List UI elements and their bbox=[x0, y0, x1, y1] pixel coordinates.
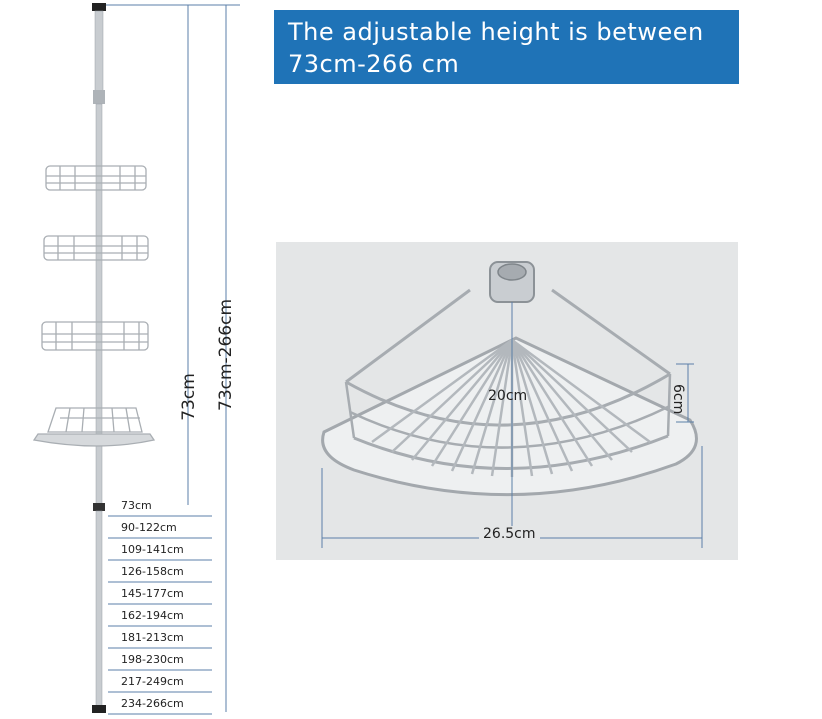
height-option-2: 109-141cm bbox=[121, 543, 184, 556]
pole-joint bbox=[93, 90, 105, 104]
pole-illustration bbox=[32, 3, 240, 715]
basket-2 bbox=[43, 235, 149, 261]
banner-line-2: 73cm-266 cm bbox=[288, 50, 460, 78]
pole-label-full: 73cm-266cm bbox=[216, 298, 236, 411]
banner-line-1: The adjustable height is between bbox=[288, 18, 704, 46]
pole-label-short: 73cm bbox=[179, 373, 199, 421]
height-option-3: 126-158cm bbox=[121, 565, 184, 578]
title-banner: The adjustable height is between 73cm-26… bbox=[274, 10, 739, 84]
basket-wires bbox=[371, 338, 651, 477]
pole-top-cap bbox=[92, 3, 106, 11]
height-option-5: 162-194cm bbox=[121, 609, 184, 622]
dim-depth-label: 20cm bbox=[488, 388, 528, 404]
pole-foot bbox=[92, 705, 106, 713]
height-option-8: 217-249cm bbox=[121, 675, 184, 688]
height-option-1: 90-122cm bbox=[121, 521, 177, 534]
height-rows bbox=[108, 515, 212, 715]
pole-upper bbox=[94, 10, 104, 94]
basket-detail-photo: 20cm 26.5cm 6cm bbox=[276, 242, 738, 560]
basket-side-left bbox=[345, 288, 471, 384]
basket-4 bbox=[32, 407, 156, 447]
basket-rim-lower bbox=[353, 434, 669, 470]
height-option-6: 181-213cm bbox=[121, 631, 184, 644]
height-option-0: 73cm bbox=[121, 499, 152, 512]
basket-rim-outer bbox=[345, 372, 671, 427]
height-option-4: 145-177cm bbox=[121, 587, 184, 600]
dim-rim-label: 6cm bbox=[670, 384, 686, 415]
pole-lower bbox=[95, 510, 103, 708]
basket-1 bbox=[45, 165, 147, 191]
pole-mid-cap bbox=[93, 503, 105, 511]
height-option-9: 234-266cm bbox=[121, 697, 184, 710]
basket-3 bbox=[41, 321, 149, 351]
height-option-7: 198-230cm bbox=[121, 653, 184, 666]
dim-width-label: 26.5cm bbox=[479, 526, 540, 542]
pole-clamp-hole bbox=[497, 263, 527, 281]
basket-side-right bbox=[551, 288, 671, 376]
